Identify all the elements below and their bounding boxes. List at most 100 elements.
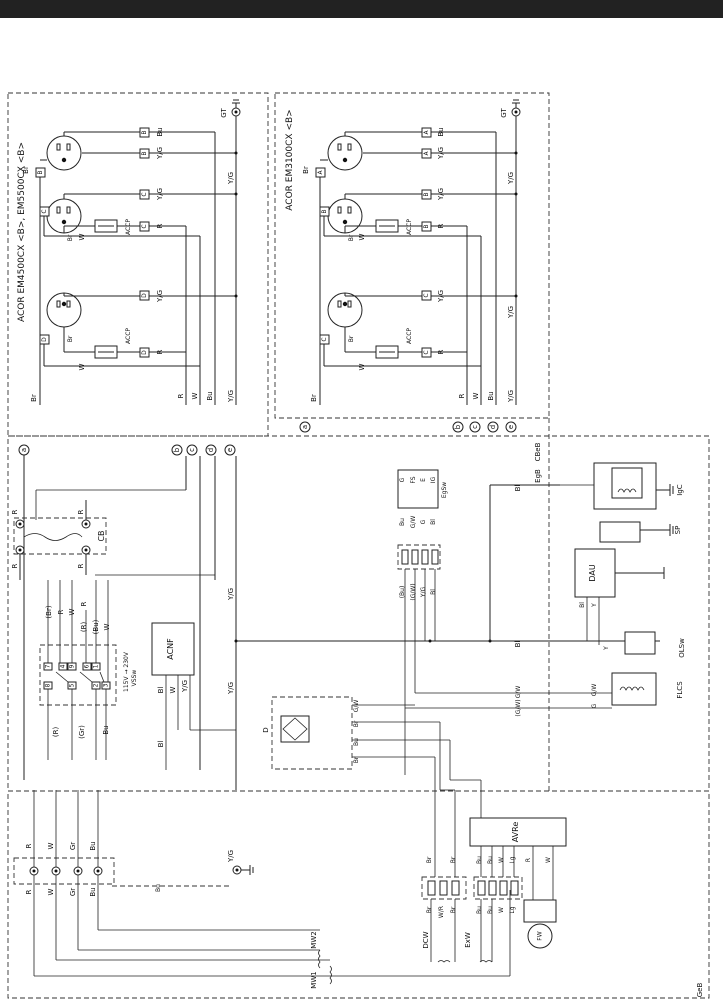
circle-d-2: d <box>489 425 497 429</box>
wire-br-4: Br <box>30 394 38 402</box>
gt-label-2: GT <box>500 108 508 118</box>
wire-gr-2: Gr <box>69 888 77 896</box>
d-label: D <box>262 727 270 732</box>
mw1-label: MW1 <box>310 971 318 988</box>
conn-A-2: A <box>423 151 430 156</box>
wire-yg-14: Y/G <box>181 680 189 693</box>
dcw-wr: W/R <box>438 906 445 918</box>
wire-gw-paren: (G/W) <box>410 583 417 600</box>
wire-bu-7: Bu <box>353 738 360 746</box>
wire-r-paren: (R) <box>80 622 88 633</box>
mw2-label: MW2 <box>310 931 318 948</box>
wire-gw-1: G/W <box>410 516 417 529</box>
wire-w-2: W <box>78 363 86 370</box>
dcw-br-1: Br <box>426 856 433 863</box>
wire-br-9: Br <box>353 720 360 727</box>
region-title-em4500: ACOR EM4500CX <B>, EM5500CX <B> <box>17 142 27 322</box>
exw-bu-4: Bu <box>487 906 494 914</box>
exw-lg-1: Lg <box>509 856 516 863</box>
wire-gw-2: G/W <box>591 684 598 697</box>
wire-bu-6: Bu <box>399 518 406 526</box>
egsw-fs: FS <box>410 476 417 483</box>
exw-w-1: W <box>498 857 505 863</box>
wire-bu-9: Bu <box>89 887 97 896</box>
wire-bu-4: Bu <box>487 391 495 400</box>
exw-bu-1: Bu <box>476 856 483 864</box>
avre-label: AVRe <box>511 822 520 843</box>
exw-w-2: W <box>498 907 505 913</box>
wire-gw-3: G/W <box>515 686 522 699</box>
conn-C-3: C <box>141 224 148 228</box>
wire-yg-11: Y/G <box>507 306 515 319</box>
wire-bu-2: Bu <box>206 391 214 400</box>
sp-label: SP <box>674 526 682 535</box>
wire-w-11: W <box>47 888 55 895</box>
circle-e-1: e <box>226 448 234 452</box>
cb-label: CB <box>97 530 106 541</box>
wire-yg-5: Y/G <box>227 172 235 185</box>
fw-label: FW <box>537 931 544 940</box>
accp-label-1: ACCP <box>125 219 132 235</box>
terminal-7: 7 <box>45 664 52 668</box>
wire-r-3: R <box>177 393 185 398</box>
circle-d-1: d <box>207 448 215 452</box>
wire-bu-8: Bu <box>89 841 97 850</box>
wire-w-3: W <box>191 392 199 399</box>
accp-label-3: ACCP <box>406 219 413 235</box>
wire-bl-3: Bl <box>514 641 522 648</box>
circle-a-1: a <box>20 448 28 452</box>
wire-gw-4: G/W <box>353 700 360 713</box>
wire-r-13: R <box>25 843 33 848</box>
dau-label: DAU <box>588 564 597 581</box>
circle-e-2: e <box>507 425 515 429</box>
wire-w-10: W <box>47 842 55 849</box>
wire-br-8: Br <box>310 394 318 402</box>
wire-br-2: Br <box>67 234 74 241</box>
wire-yg-13: Y/G <box>227 682 235 695</box>
terminal-3: 3 <box>103 683 110 687</box>
region-borders <box>7 92 710 999</box>
circle-b-2: b <box>454 424 462 429</box>
wire-bl-2: Bl <box>157 741 165 748</box>
wire-r-14: R <box>25 889 33 894</box>
egsw-e: E <box>420 478 427 482</box>
wire-g-1: G <box>420 519 427 524</box>
dcw-br-2: Br <box>450 856 457 863</box>
terminal-9: 9 <box>69 664 76 668</box>
wire-r-9: R <box>11 563 19 568</box>
exw-bu-2: Bu <box>487 856 494 864</box>
conn-B-2: B <box>141 151 148 155</box>
wire-yg-10: Y/G <box>507 172 515 185</box>
conn-C-4: C <box>423 293 430 297</box>
acnf-label: ACNF <box>166 638 175 660</box>
region-label-egb: EgB <box>534 469 542 483</box>
em4500-block: GT B B Bu Y/G B Br C Y/G Br <box>22 99 241 405</box>
wire-br-1: Br <box>22 166 30 174</box>
region-title-em3100: ACOR EM3100CX <B> <box>285 109 295 210</box>
wire-w-4: W <box>358 233 366 240</box>
terminal-4: 4 <box>60 664 67 668</box>
exw-label: ExW <box>464 932 472 948</box>
region-label-geb: GeB <box>696 983 704 998</box>
accp-label-4: ACCP <box>406 328 413 344</box>
conn-D-3: D <box>141 350 148 355</box>
wire-br-7: Br <box>348 335 355 342</box>
vssw-label: VSSw <box>131 670 138 687</box>
wire-bl-7: Bl <box>579 602 586 608</box>
conn-C-5: C <box>321 337 328 341</box>
circle-c-1: c <box>188 448 196 452</box>
wire-yg-12: Y/G <box>227 588 235 601</box>
conn-A-3: A <box>317 170 324 175</box>
wire-br-paren: (Br) <box>45 605 53 618</box>
dcw-br-4: Br <box>450 906 457 913</box>
conn-A-1: A <box>423 130 430 135</box>
wire-r-10: R <box>77 563 85 568</box>
wire-br-3: Br <box>67 335 74 342</box>
terminal-8: 8 <box>45 683 52 687</box>
wire-g-2: G <box>591 703 598 708</box>
wire-r-paren-2: (R) <box>52 727 60 738</box>
wire-yg-9: Y/G <box>507 390 515 403</box>
igc-label: IgC <box>676 484 684 496</box>
wire-yg-16: Y/G <box>227 850 235 863</box>
